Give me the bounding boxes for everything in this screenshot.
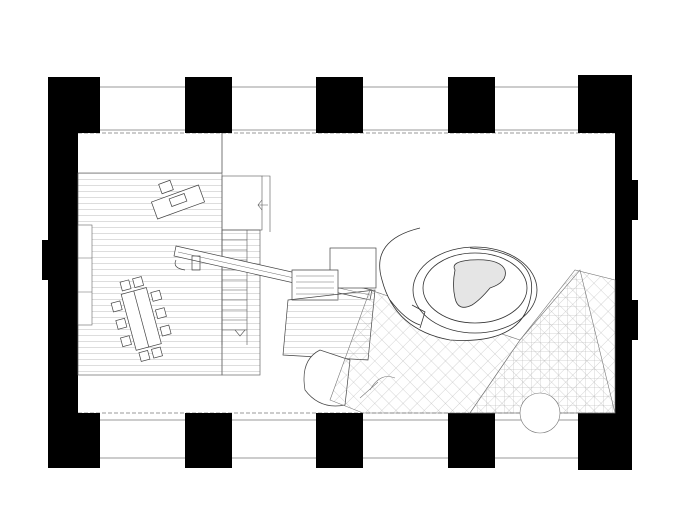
meeting-table bbox=[110, 276, 172, 362]
straight-stair bbox=[221, 175, 271, 345]
spiral-stair bbox=[379, 227, 538, 341]
desk bbox=[150, 179, 206, 220]
grid-floor bbox=[329, 269, 616, 434]
walls bbox=[42, 75, 638, 470]
